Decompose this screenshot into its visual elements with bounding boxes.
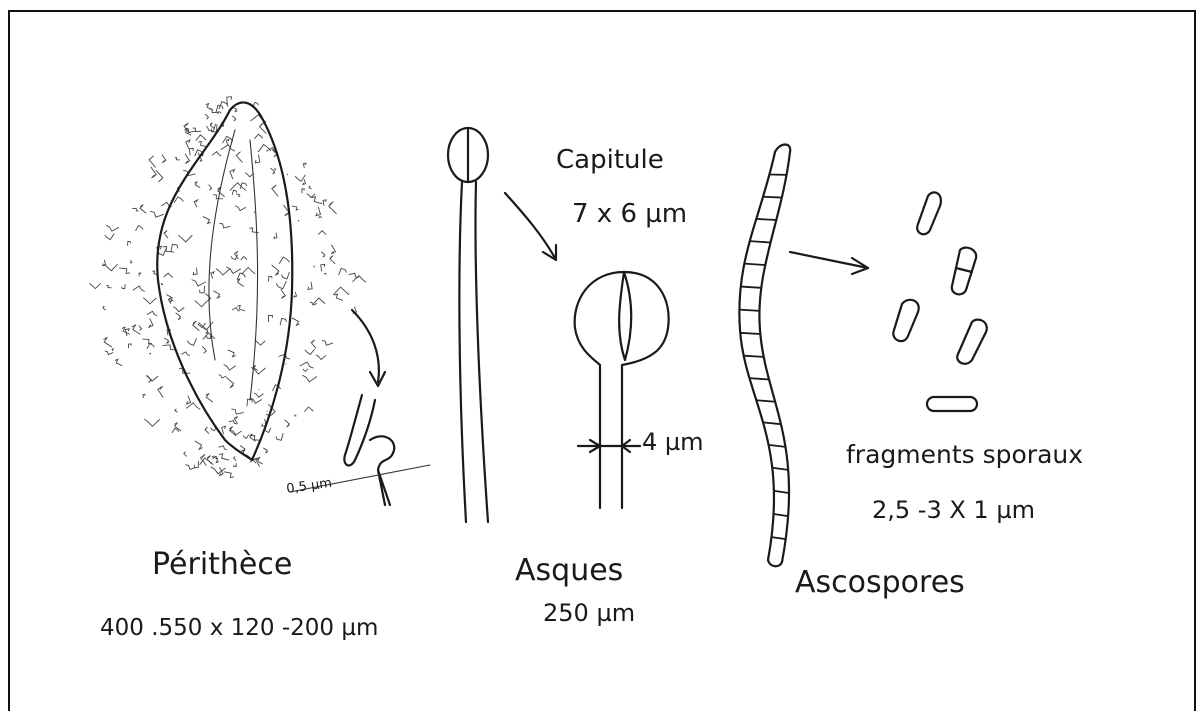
perithece-title: Périthèce <box>152 547 292 582</box>
ascospore-chain-drawing <box>739 145 790 567</box>
asques-size: 250 µm <box>543 599 635 627</box>
capitule-size: 7 x 6 µm <box>572 199 687 229</box>
perithecium-outline <box>157 102 292 460</box>
fragments-title: fragments sporaux <box>846 440 1083 469</box>
hypha-drawing <box>344 395 394 505</box>
fragments-size: 2,5 -3 X 1 µm <box>872 496 1035 524</box>
asques-title: Asques <box>515 553 623 588</box>
hypha-width-label: 0,5 µm <box>285 476 332 497</box>
spore-fragments-drawing <box>893 192 987 411</box>
perithecium-drawing <box>89 97 366 478</box>
perithece-size: 400 .550 x 120 -200 µm <box>100 615 378 641</box>
ascus-long-drawing <box>448 128 488 522</box>
capitule-title: Capitule <box>556 145 664 175</box>
capitule-arrow <box>505 193 555 258</box>
ascus-width-label: 4 µm <box>642 428 704 456</box>
perithecium-hatching <box>89 97 366 478</box>
ascospores-title: Ascospores <box>795 565 965 600</box>
capitule-drawing <box>575 272 669 508</box>
perithecium-arrow <box>352 310 379 382</box>
